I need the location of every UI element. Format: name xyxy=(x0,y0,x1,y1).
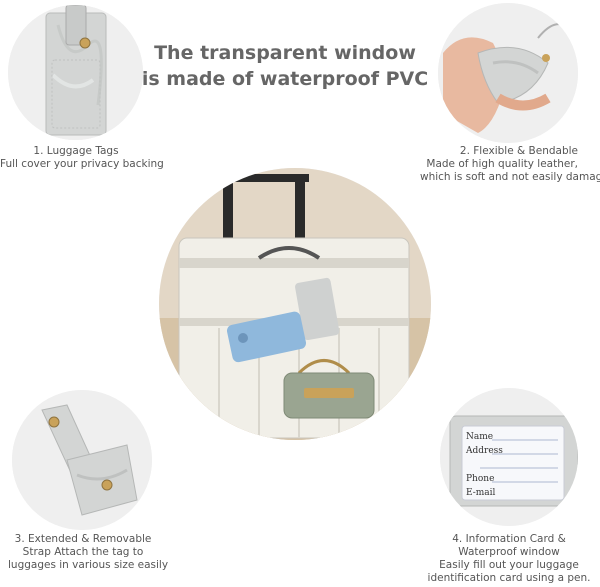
info-card-field-name: Name xyxy=(466,432,493,442)
feature-4-desc-1: Waterproof window xyxy=(458,546,560,558)
feature-4-image: Name Address Phone E-mail xyxy=(440,388,578,526)
feature-1-caption: 1. Luggage Tags Full cover your privacy … xyxy=(0,145,164,171)
feature-4-caption: 4. Information Card & Waterproof window … xyxy=(420,533,598,585)
info-card-field-phone: Phone xyxy=(466,474,494,484)
feature-2-desc-2: which is soft and not easily damaged xyxy=(420,171,600,183)
feature-2-desc-1: Made of high quality leather, xyxy=(426,158,578,170)
feature-3-caption: 3. Extended & Removable Strap Attach the… xyxy=(8,533,169,572)
headline-line-2: is made of waterproof PVC xyxy=(141,68,429,90)
suitcase-image xyxy=(159,168,431,440)
feature-3-image xyxy=(12,390,152,530)
feature-1-image xyxy=(8,5,143,140)
headline: The transparent window is made of waterp… xyxy=(120,40,450,92)
info-card-field-email: E-mail xyxy=(466,488,496,498)
feature-4-title: 4. Information Card & xyxy=(452,533,566,545)
feature-1-desc: Full cover your privacy backing xyxy=(0,158,164,170)
feature-3-title: 3. Extended & Removable xyxy=(14,533,152,545)
feature-4-desc-3: identification card using a pen. xyxy=(427,572,591,584)
feature-3-desc-1: Strap Attach the tag to xyxy=(22,546,144,558)
feature-3-desc-2: luggages in various size easily xyxy=(8,559,169,571)
feature-2-caption: 2. Flexible & Bendable Made of high qual… xyxy=(420,145,600,184)
info-card-field-address: Address xyxy=(465,446,503,456)
feature-4-desc-2: Easily fill out your luggage xyxy=(439,559,579,571)
feature-2-image xyxy=(438,3,578,143)
feature-1-title: 1. Luggage Tags xyxy=(33,145,119,157)
feature-2-title: 2. Flexible & Bendable xyxy=(459,145,578,157)
headline-line-1: The transparent window xyxy=(154,42,416,64)
